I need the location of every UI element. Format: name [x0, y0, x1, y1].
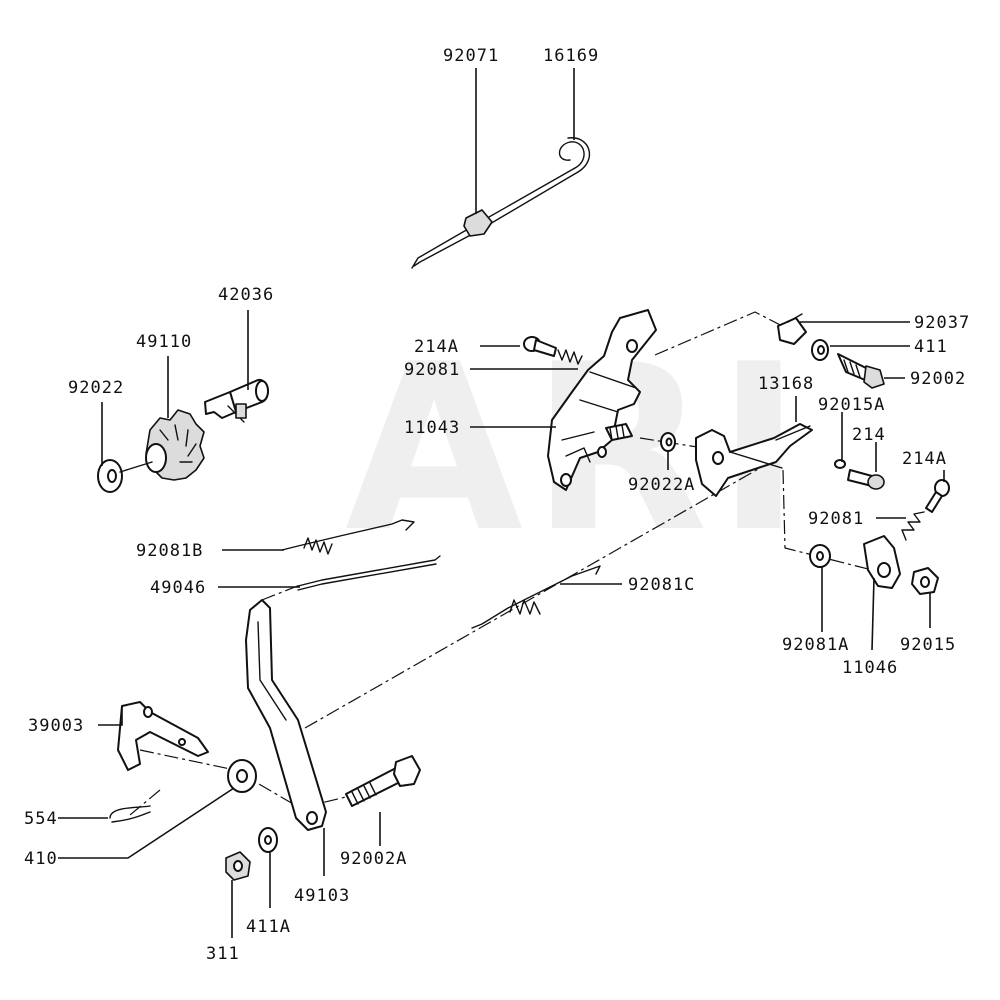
label-92002: 92002: [910, 369, 966, 389]
label-42036: 42036: [218, 285, 274, 305]
spring-92081B: [281, 519, 415, 555]
nut-92015: [911, 567, 939, 595]
label-214A-right: 214A: [902, 449, 947, 469]
label-39003: 39003: [28, 716, 84, 736]
label-92002A: 92002A: [340, 849, 407, 869]
spring-92081-top: [557, 349, 583, 365]
bracket-11043: [547, 309, 657, 491]
label-411A: 411A: [246, 917, 291, 937]
governor-shaft-42036: [204, 378, 269, 423]
label-92037: 92037: [914, 313, 970, 333]
spring-92081-right: [901, 511, 925, 541]
label-92081-right: 92081: [808, 509, 864, 529]
label-92015: 92015: [900, 635, 956, 655]
label-11043: 11043: [404, 418, 460, 438]
lever-49103: [245, 599, 327, 831]
label-13168: 13168: [758, 374, 814, 394]
label-214: 214: [852, 425, 886, 445]
label-92015A: 92015A: [818, 395, 885, 415]
label-92081-top: 92081: [404, 360, 460, 380]
stud-left-bracket: [605, 423, 633, 441]
label-311: 311: [206, 944, 240, 964]
washer-410: [227, 759, 257, 793]
label-92022A: 92022A: [628, 475, 695, 495]
clip-92071: [463, 209, 493, 237]
rod-49046: [297, 555, 441, 591]
label-92022: 92022: [68, 378, 124, 398]
bolt-92002A: [345, 755, 421, 807]
washer-92022: [97, 459, 153, 493]
screw-214: [834, 459, 885, 490]
control-lever-13168: [695, 423, 813, 497]
link-11046: [863, 535, 901, 589]
label-92081A: 92081A: [782, 635, 849, 655]
leader-lines: [58, 68, 945, 938]
label-411: 411: [914, 337, 948, 357]
label-92081B: 92081B: [136, 541, 203, 561]
part-number-labels: 92071 16169 42036 49110 92022 214A 92081…: [24, 46, 970, 964]
label-410: 410: [24, 849, 58, 869]
governor-rod-16169: [411, 137, 591, 269]
washer-411A: [258, 827, 278, 853]
label-92081C: 92081C: [628, 575, 695, 595]
bolt-92002: [837, 353, 885, 389]
screw-214A-top: [523, 336, 557, 357]
nut-311: [225, 851, 251, 881]
pin-554: [109, 805, 151, 823]
label-49046: 49046: [150, 578, 206, 598]
washer-411: [811, 339, 829, 361]
nut-92037: [777, 313, 807, 345]
label-214A-top: 214A: [414, 337, 459, 357]
screw-214A-right: [925, 479, 950, 513]
label-554: 554: [24, 809, 58, 829]
washer-92081A: [809, 544, 831, 568]
pivot-39003: [117, 701, 209, 771]
label-16169: 16169: [543, 46, 599, 66]
label-49110: 49110: [136, 332, 192, 352]
washer-92022A: [660, 432, 676, 452]
governor-gear-49110: [145, 409, 205, 481]
label-49103: 49103: [294, 886, 350, 906]
label-92071: 92071: [443, 46, 499, 66]
spring-92081C: [471, 565, 601, 629]
label-11046: 11046: [842, 658, 898, 678]
